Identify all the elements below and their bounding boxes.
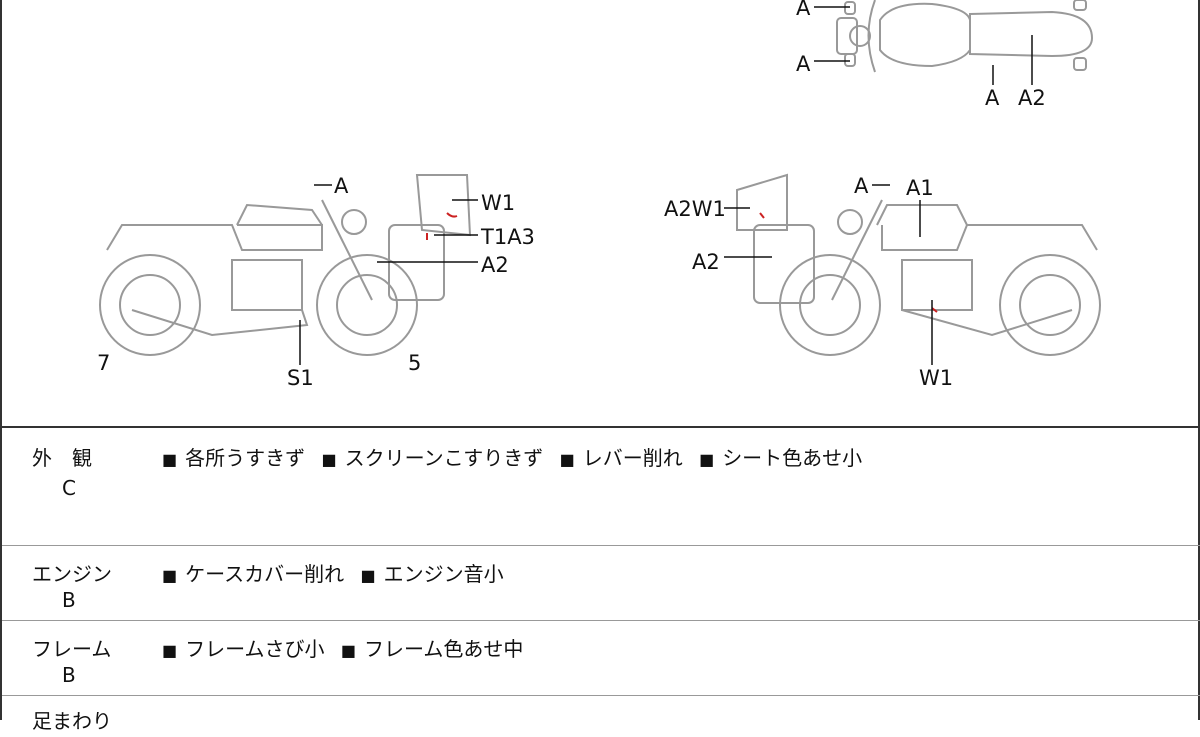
category-label: フレーム <box>32 637 112 661</box>
top-label: A <box>985 86 1000 110</box>
section-suspension: 足まわり <box>2 697 1200 737</box>
category-label: 外 観 <box>32 446 92 470</box>
item: フレームさび小 <box>185 637 325 661</box>
item: エンジン音小 <box>383 562 504 586</box>
right-label: A1 <box>906 176 934 200</box>
bullet-icon: ■ <box>559 450 575 469</box>
bullet-icon: ■ <box>162 566 178 585</box>
category-label: エンジン <box>32 562 112 586</box>
bullet-icon: ■ <box>162 450 178 469</box>
item: スクリーンこすりきず <box>344 446 544 470</box>
section-engine: エンジン B ■ ケースカバー削れ ■ エンジン音小 <box>2 546 1200 621</box>
motorcycle-diagrams <box>99 0 1101 365</box>
top-label: A <box>796 52 811 76</box>
damage-diagram: A A A A2 A W1 T1A3 A2 S1 7 5 A A1 A2W1 A… <box>2 0 1200 428</box>
bullet-icon: ■ <box>340 641 357 660</box>
grade: B <box>62 663 76 687</box>
left-label: S1 <box>287 366 314 390</box>
bullet-icon: ■ <box>162 641 178 660</box>
left-label: A2 <box>481 253 509 277</box>
right-label: A2W1 <box>664 197 726 221</box>
top-label: A <box>796 0 811 20</box>
item: シート色あせ小 <box>722 446 863 470</box>
right-side-bike <box>736 173 1101 356</box>
item-list: ■ ケースカバー削れ ■ エンジン音小 <box>162 558 514 587</box>
bullet-icon: ■ <box>360 566 376 585</box>
right-label: A2 <box>692 250 720 274</box>
item-list: ■ フレームさび小 ■ フレーム色あせ中 <box>162 633 533 662</box>
grade: C <box>62 476 76 500</box>
item: レバー削れ <box>582 446 683 470</box>
item: ケースカバー削れ <box>185 562 345 586</box>
left-label: A <box>334 174 349 198</box>
top-label: A2 <box>1018 86 1046 110</box>
item: 各所うすきず <box>185 446 306 470</box>
right-label: W1 <box>919 366 954 390</box>
section-frame: フレーム B ■ フレームさび小 ■ フレーム色あせ中 <box>2 621 1200 696</box>
top-view-bike <box>836 0 1094 73</box>
left-label: W1 <box>481 191 516 215</box>
left-label: 7 <box>97 351 111 375</box>
right-label: A <box>854 174 869 198</box>
item-list: ■ 各所うすきず ■ スクリーンこすりきず ■ レバー削れ ■ シート色あせ小 <box>162 442 872 471</box>
grade: B <box>62 588 76 612</box>
left-label: 5 <box>408 351 422 375</box>
bullet-icon: ■ <box>699 450 715 469</box>
left-label: T1A3 <box>481 225 535 249</box>
item: フレーム色あせ中 <box>364 637 524 661</box>
left-side-bike <box>99 174 472 356</box>
section-exterior: 外 観 C ■ 各所うすきず ■ スクリーンこすりきず ■ レバー削れ ■ シート色あせ… <box>2 430 1200 546</box>
bullet-icon: ■ <box>321 450 337 469</box>
